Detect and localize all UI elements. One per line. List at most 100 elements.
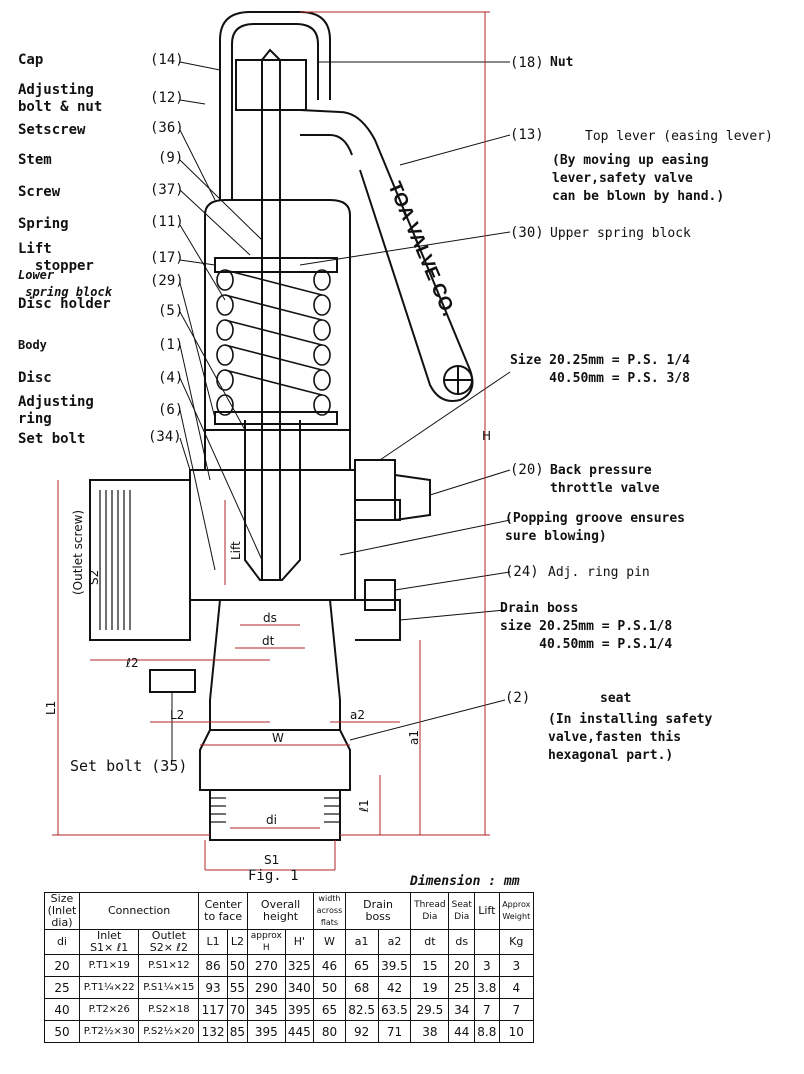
dim-W: W <box>272 731 284 745</box>
table-cell: 7 <box>498 998 535 1021</box>
table-cell: 50 <box>226 954 249 977</box>
th-seat: Seat Dia <box>448 892 476 930</box>
table-cell: 86 <box>198 954 228 977</box>
table-cell: P.T2½×30 <box>78 1020 140 1043</box>
table-cell: 40 <box>44 998 80 1021</box>
table-cell: 55 <box>226 976 249 999</box>
table-cell: 25 <box>44 976 80 999</box>
table-cell: 82.5 <box>344 998 379 1021</box>
th-connection: Connection <box>78 892 200 930</box>
table-cell: 3.8 <box>474 976 500 999</box>
dim-s2: S2 <box>87 570 101 585</box>
th-kg: Kg <box>498 929 535 955</box>
dim-a1: a1 <box>407 730 421 745</box>
id-stem: (9) <box>158 150 184 166</box>
id-top-lever: (13) <box>510 127 544 143</box>
label-stem: Stem <box>18 152 52 168</box>
dim-S1: S1 <box>264 853 279 867</box>
table-cell: 38 <box>410 1020 450 1043</box>
dim-a2: a2 <box>350 708 365 722</box>
table-cell: P.T1¼×22 <box>78 976 140 999</box>
label-top-lever: Top lever (easing lever) <box>585 129 773 144</box>
table-cell: 445 <box>284 1020 315 1043</box>
table-cell: 80 <box>313 1020 346 1043</box>
th-di: di <box>44 929 80 955</box>
id-disc-holder: (5) <box>158 303 184 319</box>
label-adj-ring-pin: Adj. ring pin <box>548 565 650 580</box>
dim-l2: ℓ2 <box>125 656 139 670</box>
table-cell: 7 <box>474 998 500 1021</box>
th-width: width across flats <box>313 892 346 930</box>
table-cell: 70 <box>226 998 249 1021</box>
table-cell: 92 <box>344 1020 379 1043</box>
note-popping-groove: (Popping groove ensures sure blowing) <box>505 511 686 544</box>
th-outlet: Outlet S2× ℓ2 <box>138 929 200 955</box>
table-cell: 270 <box>247 954 286 977</box>
id-disc: (4) <box>158 370 184 386</box>
table-cell: P.S1¼×15 <box>138 976 200 999</box>
table-cell: 132 <box>198 1020 228 1043</box>
table-cell: 10 <box>498 1020 535 1043</box>
label-disc-holder: Disc holder <box>18 296 111 312</box>
dimension-note: Dimension : mm <box>410 874 520 889</box>
th-weight: Approx Weight <box>498 892 535 930</box>
dim-dt: dt <box>262 634 275 648</box>
table-cell: 4 <box>498 976 535 999</box>
th-a1: a1 <box>344 929 379 955</box>
table-cell: 117 <box>198 998 228 1021</box>
id-screw: (37) <box>150 182 184 198</box>
label-set-bolt-35: Set bolt (35) <box>70 757 188 775</box>
label-back-pressure: Back pressure throttle valve <box>550 463 660 496</box>
label-upper-spring-block: Upper spring block <box>550 226 691 241</box>
table-cell: 65 <box>344 954 379 977</box>
table-cell: 3 <box>474 954 500 977</box>
table-cell: P.T1×19 <box>78 954 140 977</box>
label-cap: Cap <box>18 52 44 68</box>
label-nut: Nut <box>550 55 574 70</box>
table-cell: 395 <box>247 1020 286 1043</box>
th-size: Size (Inlet dia) <box>44 892 80 930</box>
note-drain-boss: Drain boss size 20.25mm = P.S.1/8 40.50m… <box>500 601 673 652</box>
id-spring: (11) <box>150 214 184 230</box>
label-adjusting-bolt: Adjusting bolt & nut <box>18 82 103 115</box>
dim-outlet-screw: (Outlet screw) <box>71 510 85 595</box>
spec-table: Size (Inlet dia) Connection Center to fa… <box>44 892 535 1043</box>
id-lower-spring-block: (29) <box>150 273 184 289</box>
table-cell: 44 <box>448 1020 476 1043</box>
th-H: approx H <box>247 929 286 955</box>
id-adjusting-ring: (6) <box>158 402 184 418</box>
table-cell: 345 <box>247 998 286 1021</box>
th-lift-blank <box>474 929 500 955</box>
id-lift-stopper: (17) <box>150 250 184 266</box>
table-cell: 50 <box>44 1020 80 1043</box>
id-adjusting-bolt: (12) <box>150 90 184 106</box>
dim-L2: L2 <box>170 708 184 722</box>
note-top-lever: (By moving up easing lever,safety valve … <box>552 153 725 204</box>
id-upper-spring-block: (30) <box>510 225 544 241</box>
th-H2: H' <box>284 929 315 955</box>
table-cell: 19 <box>410 976 450 999</box>
th-inlet: Inlet S1× ℓ1 <box>78 929 140 955</box>
table-cell: 25 <box>448 976 476 999</box>
dim-lift: Lift <box>229 541 243 560</box>
th-ds: ds <box>448 929 476 955</box>
label-adjusting-ring: Adjusting ring <box>18 394 94 427</box>
id-adj-ring-pin: (24) <box>505 564 539 580</box>
id-back-pressure: (20) <box>510 462 544 478</box>
id-body: (1) <box>158 337 184 353</box>
label-disc: Disc <box>18 370 52 386</box>
table-cell: 8.8 <box>474 1020 500 1043</box>
id-seat: (2) <box>505 690 531 706</box>
table-cell: P.T2×26 <box>78 998 140 1021</box>
table-cell: 93 <box>198 976 228 999</box>
table-cell: 42 <box>377 976 412 999</box>
table-cell: 65 <box>313 998 346 1021</box>
table-cell: P.S2×18 <box>138 998 200 1021</box>
id-setscrew: (36) <box>150 120 184 136</box>
figure-caption: Fig. 1 <box>248 868 299 884</box>
table-cell: 63.5 <box>377 998 412 1021</box>
